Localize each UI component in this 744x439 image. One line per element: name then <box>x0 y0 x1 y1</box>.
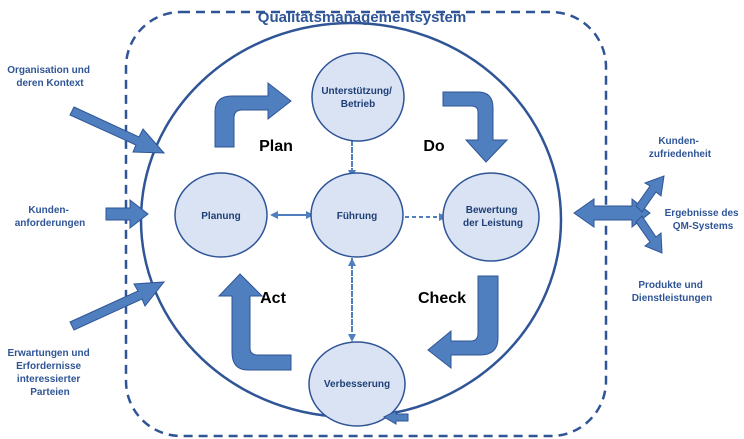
circle-end-arrow <box>382 410 409 425</box>
output-arrow-satisfaction <box>635 175 665 213</box>
phase-do: Do <box>423 138 445 155</box>
act-arrow <box>217 273 292 371</box>
do-arrow <box>442 91 509 163</box>
system-boundary <box>124 10 608 438</box>
diagram-title: Qualitätsmanagementsystem <box>258 9 466 26</box>
node-improvement-label: Verbesserung <box>324 379 390 390</box>
output-arrow-products <box>635 215 663 254</box>
node-support <box>311 52 405 142</box>
phase-plan: Plan <box>259 138 293 155</box>
output-label-products: Produkte und Dienstleistungen <box>632 280 713 304</box>
input-arrow-expectations <box>69 281 166 331</box>
node-leadership <box>310 172 404 258</box>
node-leadership-label: Führung <box>337 211 378 222</box>
node-improvement <box>308 341 406 427</box>
node-evaluation-label: Bewertung der Leistung <box>463 205 523 229</box>
input-label-expectations: Erwartungen und Erfordernisse interessie… <box>7 348 92 398</box>
node-planning <box>174 172 268 258</box>
input-label-context: Organisation und deren Kontext <box>7 65 93 89</box>
output-label-results: Ergebnisse des QM-Systems <box>665 208 742 232</box>
output-label-satisfaction: Kunden- zufriedenheit <box>649 136 712 160</box>
phase-check: Check <box>418 290 466 307</box>
phase-act: Act <box>260 290 286 307</box>
node-support-label: Unterstützung/ Betrieb <box>321 86 394 110</box>
input-label-requirements: Kunden- anforderungen <box>15 205 86 229</box>
check-arrow <box>427 275 499 370</box>
plan-arrow <box>214 81 292 148</box>
input-arrow-context <box>69 106 166 154</box>
node-planning-label: Planung <box>201 211 240 222</box>
input-arrow-requirements <box>105 198 149 230</box>
node-evaluation <box>442 172 540 262</box>
output-arrow-main <box>573 197 651 229</box>
